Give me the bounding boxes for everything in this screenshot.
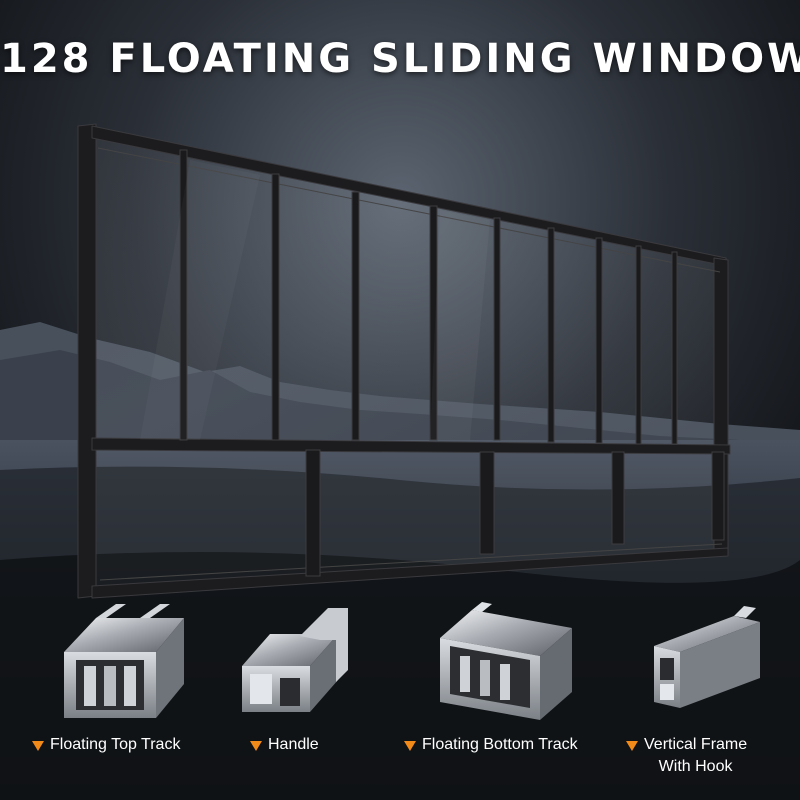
caption-bottom-track: Floating Bottom Track <box>404 734 578 756</box>
triangle-bullet-icon <box>250 741 262 751</box>
caption-label-multiline: Vertical Frame With Hook <box>644 734 747 778</box>
triangle-bullet-icon <box>404 741 416 751</box>
caption-line-1: Vertical Frame <box>644 736 748 753</box>
profile-gallery <box>0 600 800 730</box>
caption-top-track: Floating Top Track <box>32 734 180 756</box>
caption-handle: Handle <box>250 734 319 756</box>
triangle-bullet-icon <box>626 741 638 751</box>
page-title: 128 FLOATING SLIDING WINDOW <box>0 36 800 82</box>
bottom-track-profile-icon <box>440 602 572 720</box>
window-mullions <box>179 149 725 577</box>
caption-label: Floating Bottom Track <box>422 736 578 753</box>
caption-label: Handle <box>268 736 319 753</box>
caption-label: Floating Top Track <box>50 736 181 753</box>
vertical-frame-profile-icon <box>654 606 760 708</box>
profile-captions: Floating Top Track Handle Floating Botto… <box>0 734 800 800</box>
handle-profile-icon <box>242 608 348 712</box>
triangle-bullet-icon <box>32 741 44 751</box>
sliding-window-frame <box>77 123 731 599</box>
caption-vertical-frame: Vertical Frame With Hook <box>626 734 747 778</box>
caption-line-2: With Hook <box>658 758 733 775</box>
top-track-profile-icon <box>64 604 184 718</box>
